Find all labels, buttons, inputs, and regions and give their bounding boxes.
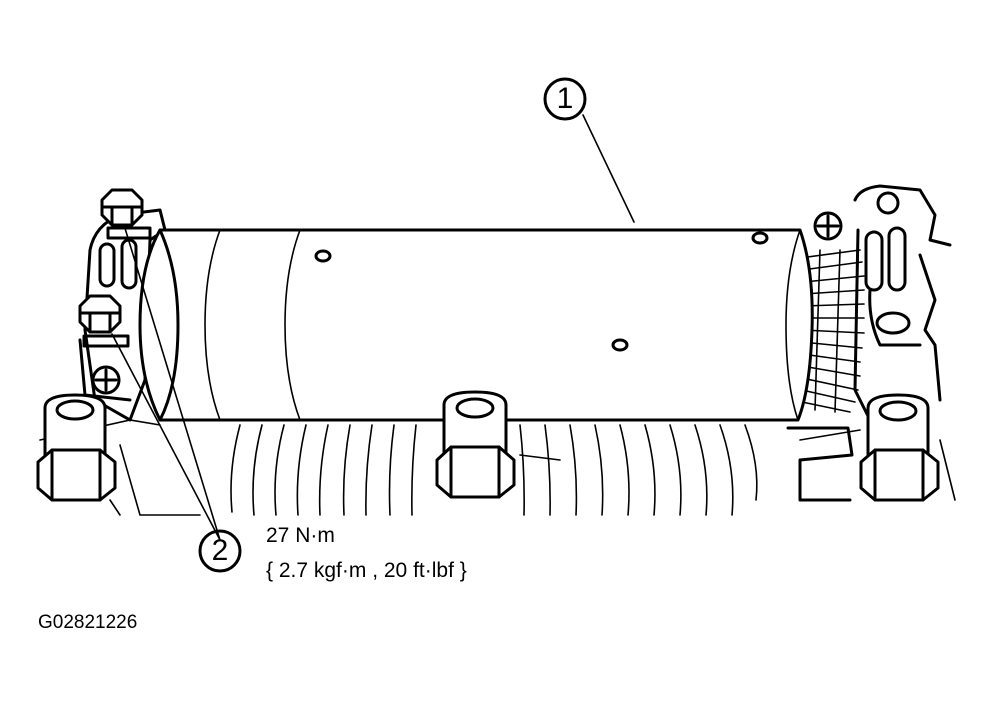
bolt-upper-left — [100, 188, 152, 240]
leader-line-2b — [111, 333, 221, 541]
stud-nut-left — [36, 393, 117, 502]
phillips-screw-right — [813, 211, 843, 241]
callout-2-number: 2 — [211, 534, 229, 567]
stud-nut-center — [435, 390, 516, 499]
callout-1-number: 1 — [556, 82, 574, 115]
stud-nut-right — [859, 393, 940, 502]
figure-code: G02821226 — [38, 612, 138, 633]
camshaft-cap-body — [138, 228, 814, 422]
phillips-screw-left — [91, 365, 121, 395]
callout-1-circle — [543, 77, 587, 121]
right-bearing-bracket — [853, 184, 952, 422]
right-block — [786, 426, 854, 502]
bolt-lower-left — [78, 294, 130, 348]
head-ribs — [230, 424, 758, 516]
callout-2-circle — [198, 529, 242, 573]
leader-line-2a — [123, 224, 221, 541]
leader-line-1 — [582, 114, 635, 223]
torque-spec-nm: 27 N·m — [266, 524, 335, 547]
torque-spec-conversions: { 2.7 kgf·m , 20 ft·lbf } — [266, 559, 467, 582]
